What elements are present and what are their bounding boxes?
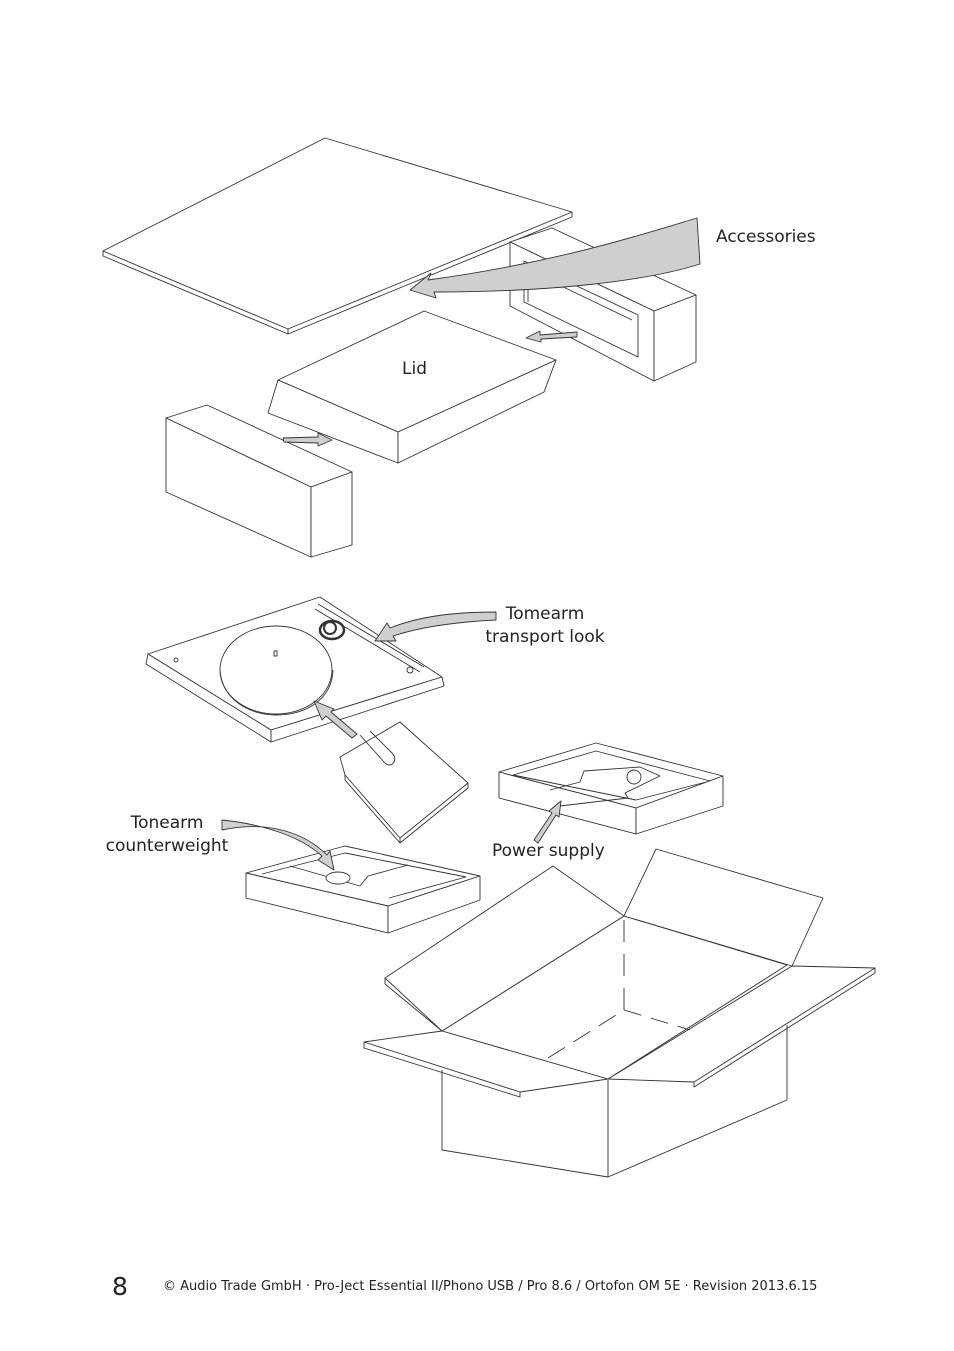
power-supply-tray [498,742,724,835]
label-counterweight-line2: counterweight [105,836,229,856]
label-lid: Lid [402,359,427,379]
power-supply-arrow [533,800,562,844]
label-tonearm-transport-lock: Tomearm transport look [480,603,610,649]
platter-arrow [313,700,358,739]
turntable [145,596,445,743]
footer-copyright: © Audio Trade GmbH · Pro-Ject Essential … [163,1279,818,1294]
counterweight-tray [245,845,481,934]
label-tonearm-transport-line2: transport look [485,627,605,647]
label-tonearm-counterweight: Tonearm counterweight [100,812,234,858]
open-box [363,848,876,1178]
cardboard-sheet [102,137,573,335]
counterweight-arrow [221,819,335,871]
lid-shape [267,310,557,464]
page-number: 8 [112,1272,128,1301]
tonearm-transport-arrow [374,611,497,642]
left-foam-block [165,404,353,558]
accessories-arrow [409,217,701,299]
label-power-supply: Power supply [492,841,605,861]
label-accessories: Accessories [716,227,816,247]
label-tonearm-transport-line1: Tomearm [505,604,585,624]
slipmat [339,721,469,844]
small-arrows [282,330,578,447]
label-counterweight-line1: Tonearm [130,813,204,833]
